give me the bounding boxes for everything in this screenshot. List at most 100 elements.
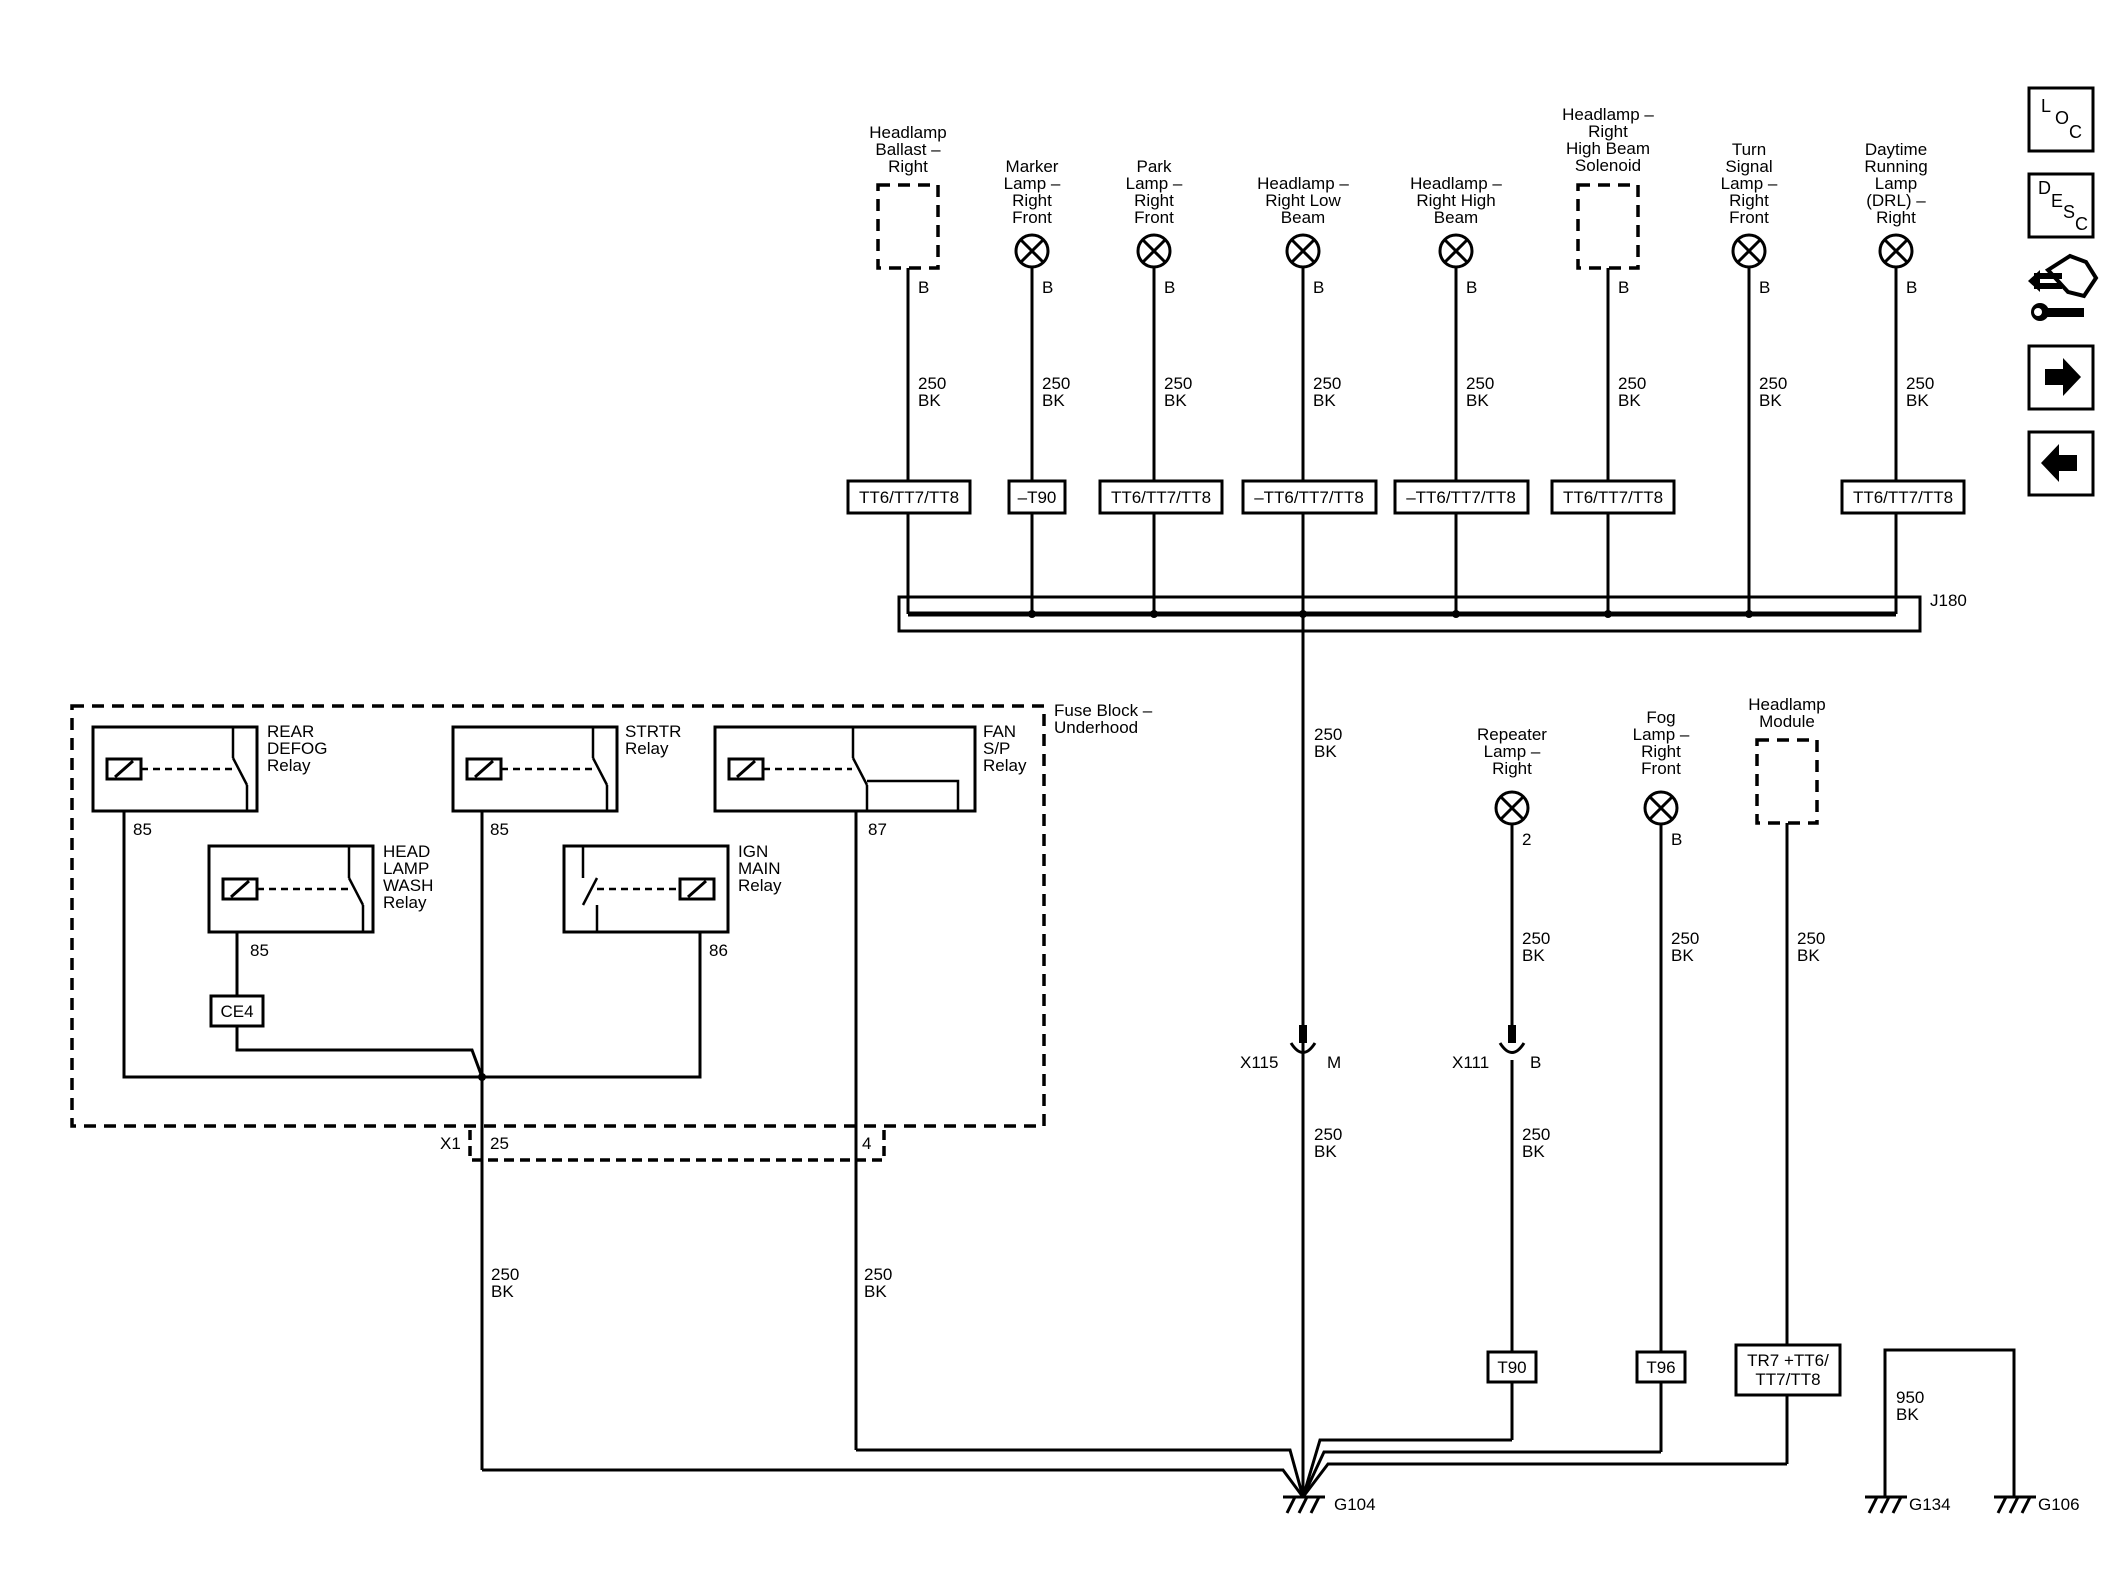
svg-text:250: 250: [491, 1265, 519, 1284]
svg-text:250: 250: [1906, 374, 1934, 393]
svg-text:BK: BK: [1042, 391, 1065, 410]
svg-text:E: E: [2051, 191, 2063, 211]
svg-text:BK: BK: [1671, 946, 1694, 965]
svg-text:86: 86: [709, 941, 728, 960]
svg-text:G106: G106: [2038, 1495, 2080, 1514]
svg-text:BK: BK: [1466, 391, 1489, 410]
svg-text:B: B: [1164, 278, 1175, 297]
svg-text:C: C: [2075, 214, 2088, 234]
svg-text:TT6/TT7/TT8: TT6/TT7/TT8: [859, 488, 959, 507]
svg-text:250: 250: [1522, 929, 1550, 948]
ground-wiring: G104: [482, 1060, 1787, 1515]
svg-text:X1: X1: [440, 1134, 461, 1153]
svg-text:B: B: [1313, 278, 1324, 297]
connector-x1: X1 25 4: [440, 1130, 886, 1162]
svg-text:BK: BK: [1522, 1142, 1545, 1161]
svg-text:BK: BK: [1797, 946, 1820, 965]
svg-text:X115: X115: [1240, 1053, 1278, 1072]
svg-text:S: S: [2063, 202, 2075, 222]
svg-text:250: 250: [918, 374, 946, 393]
svg-text:M: M: [1327, 1053, 1341, 1072]
svg-text:B: B: [1906, 278, 1917, 297]
svg-text:BK: BK: [491, 1282, 514, 1301]
desc-icon[interactable]: D E S C: [2027, 172, 2095, 239]
svg-text:85: 85: [133, 820, 152, 839]
connector-tool-icon[interactable]: [2028, 253, 2099, 321]
svg-text:2: 2: [1522, 830, 1531, 849]
option-ce4: CE4: [209, 994, 265, 1028]
svg-text:TR7 +TT6/TT7/TT8: TR7 +TT6/TT7/TT8: [1747, 1351, 1829, 1389]
svg-text:BK: BK: [1906, 391, 1929, 410]
svg-text:O: O: [2055, 108, 2069, 128]
svg-text:250: 250: [1164, 374, 1192, 393]
arrow-left-icon[interactable]: [2027, 430, 2095, 497]
svg-text:BK: BK: [1314, 742, 1337, 761]
splice-pack-j180: J180: [897, 591, 1967, 633]
svg-text:BK: BK: [1164, 391, 1187, 410]
svg-text:BK: BK: [1759, 391, 1782, 410]
svg-text:4: 4: [862, 1134, 871, 1153]
svg-text:Fuse Block –Underhood: Fuse Block –Underhood: [1054, 701, 1153, 737]
svg-text:G104: G104: [1334, 1495, 1376, 1514]
svg-text:T90: T90: [1497, 1358, 1526, 1377]
svg-text:G134: G134: [1909, 1495, 1951, 1514]
svg-text:B: B: [1466, 278, 1477, 297]
svg-text:–T90: –T90: [1018, 488, 1057, 507]
svg-text:250: 250: [1522, 1125, 1550, 1144]
svg-text:T96: T96: [1646, 1358, 1675, 1377]
svg-text:250: 250: [1466, 374, 1494, 393]
svg-text:–TT6/TT7/TT8: –TT6/TT7/TT8: [1254, 488, 1364, 507]
svg-text:TT6/TT7/TT8: TT6/TT7/TT8: [1853, 488, 1953, 507]
svg-text:BK: BK: [1313, 391, 1336, 410]
svg-text:D: D: [2038, 178, 2051, 198]
svg-text:BK: BK: [864, 1282, 887, 1301]
top-wires: [906, 267, 1898, 1060]
svg-text:TT6/TT7/TT8: TT6/TT7/TT8: [1563, 488, 1663, 507]
svg-text:BK: BK: [1314, 1142, 1337, 1161]
connector-x115: X115 M: [1240, 1025, 1341, 1072]
svg-text:250: 250: [1313, 374, 1341, 393]
svg-text:B: B: [1618, 278, 1629, 297]
svg-text:250: 250: [1042, 374, 1070, 393]
svg-text:BK: BK: [918, 391, 941, 410]
fuse-block-underhood: Fuse Block –Underhood: [70, 701, 1153, 1128]
svg-text:L: L: [2041, 96, 2051, 116]
svg-text:TT6/TT7/TT8: TT6/TT7/TT8: [1111, 488, 1211, 507]
fuse-block-wiring: [122, 811, 858, 1470]
svg-text:CE4: CE4: [220, 1002, 253, 1021]
loc-icon[interactable]: L O C: [2027, 86, 2095, 153]
svg-text:250: 250: [1314, 1125, 1342, 1144]
svg-text:B: B: [1042, 278, 1053, 297]
svg-text:B: B: [918, 278, 929, 297]
svg-text:250: 250: [1671, 929, 1699, 948]
svg-text:X111: X111: [1452, 1053, 1489, 1072]
svg-text:250: 250: [864, 1265, 892, 1284]
svg-text:BK: BK: [1522, 946, 1545, 965]
arrow-right-icon[interactable]: [2027, 344, 2095, 411]
svg-text:BK: BK: [1618, 391, 1641, 410]
